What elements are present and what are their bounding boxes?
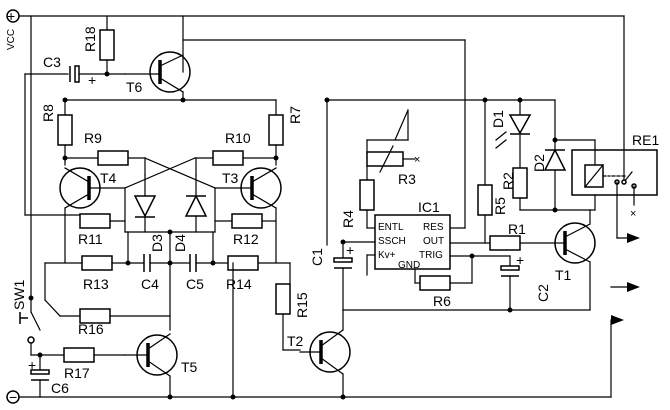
r13-resistor: R13 — [81, 255, 113, 292]
r1-label: R1 — [508, 221, 526, 237]
c4-label: C4 — [141, 276, 159, 292]
d2-diode: D2 — [531, 99, 567, 211]
r9-resistor: R9 — [84, 130, 129, 166]
vcc-label: VCC — [6, 29, 17, 50]
ic1-pin-ssch: SSCH — [378, 236, 406, 247]
r4-label: R4 — [340, 210, 356, 228]
r14-label: R14 — [226, 276, 252, 292]
c2-plus: + — [516, 252, 524, 268]
r3-label: R3 — [398, 171, 416, 187]
r3-potentiometer: × R3 — [366, 145, 420, 187]
r2-label: R2 — [500, 172, 516, 190]
r7-resistor: R7 — [268, 106, 303, 146]
c5-capacitor: C5 — [186, 254, 204, 292]
ic1-pin-trig: TRIG — [419, 250, 443, 261]
r1-resistor: R1 — [489, 221, 526, 251]
c1-label: C1 — [309, 248, 325, 266]
r15-resistor: R15 — [275, 283, 310, 318]
t1-transistor: T1 — [554, 222, 596, 283]
c3-capacitor: C3 + — [24, 54, 126, 88]
c6-label: C6 — [51, 380, 69, 396]
r14-resistor: R14 — [226, 255, 259, 292]
r15-label: R15 — [294, 292, 310, 318]
t2-transistor: T2 — [287, 329, 351, 375]
ic1-pin-out: OUT — [423, 236, 444, 247]
c4-capacitor: C4 — [141, 254, 159, 292]
r6-label: R6 — [433, 293, 451, 309]
d3-diode: D3 — [133, 174, 165, 252]
d2-label: D2 — [531, 154, 547, 172]
r11-label: R11 — [78, 231, 103, 247]
r16-resistor: R16 — [78, 308, 111, 337]
r18-label: R18 — [82, 26, 98, 52]
t4-transistor: T4 — [59, 167, 126, 263]
ic1-chip: IC1 ENTL SSCH Kv+ GND RES OUT TRIG — [374, 199, 451, 271]
t4-label: T4 — [100, 170, 117, 186]
c1-capacitor: + C1 — [309, 242, 354, 311]
sw1-label: SW1 — [11, 279, 27, 310]
r13-label: R13 — [83, 276, 109, 292]
r3-nc-mark: × — [414, 154, 420, 166]
r7-label: R7 — [287, 106, 303, 124]
r5-label: R5 — [492, 197, 508, 215]
re1-label: RE1 — [632, 132, 659, 148]
t1-label: T1 — [555, 267, 572, 283]
r10-resistor: R10 — [212, 130, 251, 166]
c5-label: C5 — [186, 276, 204, 292]
ic1-label: IC1 — [418, 199, 440, 215]
r6-resistor: R6 — [419, 275, 451, 309]
re1-nc-mark: × — [630, 208, 636, 220]
r16-label: R16 — [78, 321, 104, 337]
c6-capacitor: + C6 — [28, 354, 69, 398]
c6-plus: + — [28, 357, 36, 373]
ic1-pin-entl: ENTL — [378, 222, 404, 233]
re1-relay: RE1 × — [571, 132, 659, 243]
d4-diode: D4 — [172, 174, 208, 252]
t6-transistor: T6 — [124, 51, 191, 95]
sw1-switch: SW1 — [11, 279, 41, 344]
t6-label: T6 — [126, 79, 143, 95]
c2-capacitor: + C2 — [500, 252, 551, 311]
r4-resistor: R4 — [340, 179, 375, 228]
d1-led: D1 — [490, 99, 532, 149]
t2-label: T2 — [287, 333, 304, 349]
vcc-rail: + VCC — [6, 8, 625, 299]
r12-resistor: R12 — [231, 213, 263, 247]
d3-label: D3 — [149, 234, 165, 252]
r12-label: R12 — [233, 231, 259, 247]
r17-resistor: R17 — [63, 347, 95, 381]
output-arrow-bottom — [611, 315, 624, 325]
r9-label: R9 — [84, 130, 102, 146]
r18-resistor: R18 — [82, 26, 115, 61]
gnd-rail: − — [6, 282, 640, 405]
r10-label: R10 — [225, 130, 251, 146]
r17-label: R17 — [64, 365, 90, 381]
t3-transistor: T3 — [214, 167, 282, 263]
c1-plus: + — [346, 242, 354, 258]
d1-label: D1 — [490, 110, 506, 128]
vcc-terminal-sign: + — [7, 8, 15, 24]
t5-label: T5 — [181, 359, 198, 375]
c3-plus: + — [88, 72, 96, 88]
gnd-terminal-sign: − — [9, 389, 17, 405]
ic1-pin-gnd: GND — [398, 260, 420, 271]
output-arrow-mid — [627, 282, 640, 292]
t5-transistor: T5 — [124, 333, 198, 377]
ic1-pin-res: RES — [423, 222, 444, 233]
r8-resistor: R8 — [40, 104, 73, 146]
ic1-pin-kv: Kv+ — [378, 250, 396, 261]
r11-resistor: R11 — [78, 213, 111, 247]
t3-label: T3 — [222, 170, 239, 186]
r8-label: R8 — [40, 104, 56, 122]
d4-label: D4 — [172, 234, 188, 252]
r2-resistor: R2 — [500, 167, 528, 199]
c3-label: C3 — [43, 54, 61, 70]
c2-label: C2 — [535, 284, 551, 302]
